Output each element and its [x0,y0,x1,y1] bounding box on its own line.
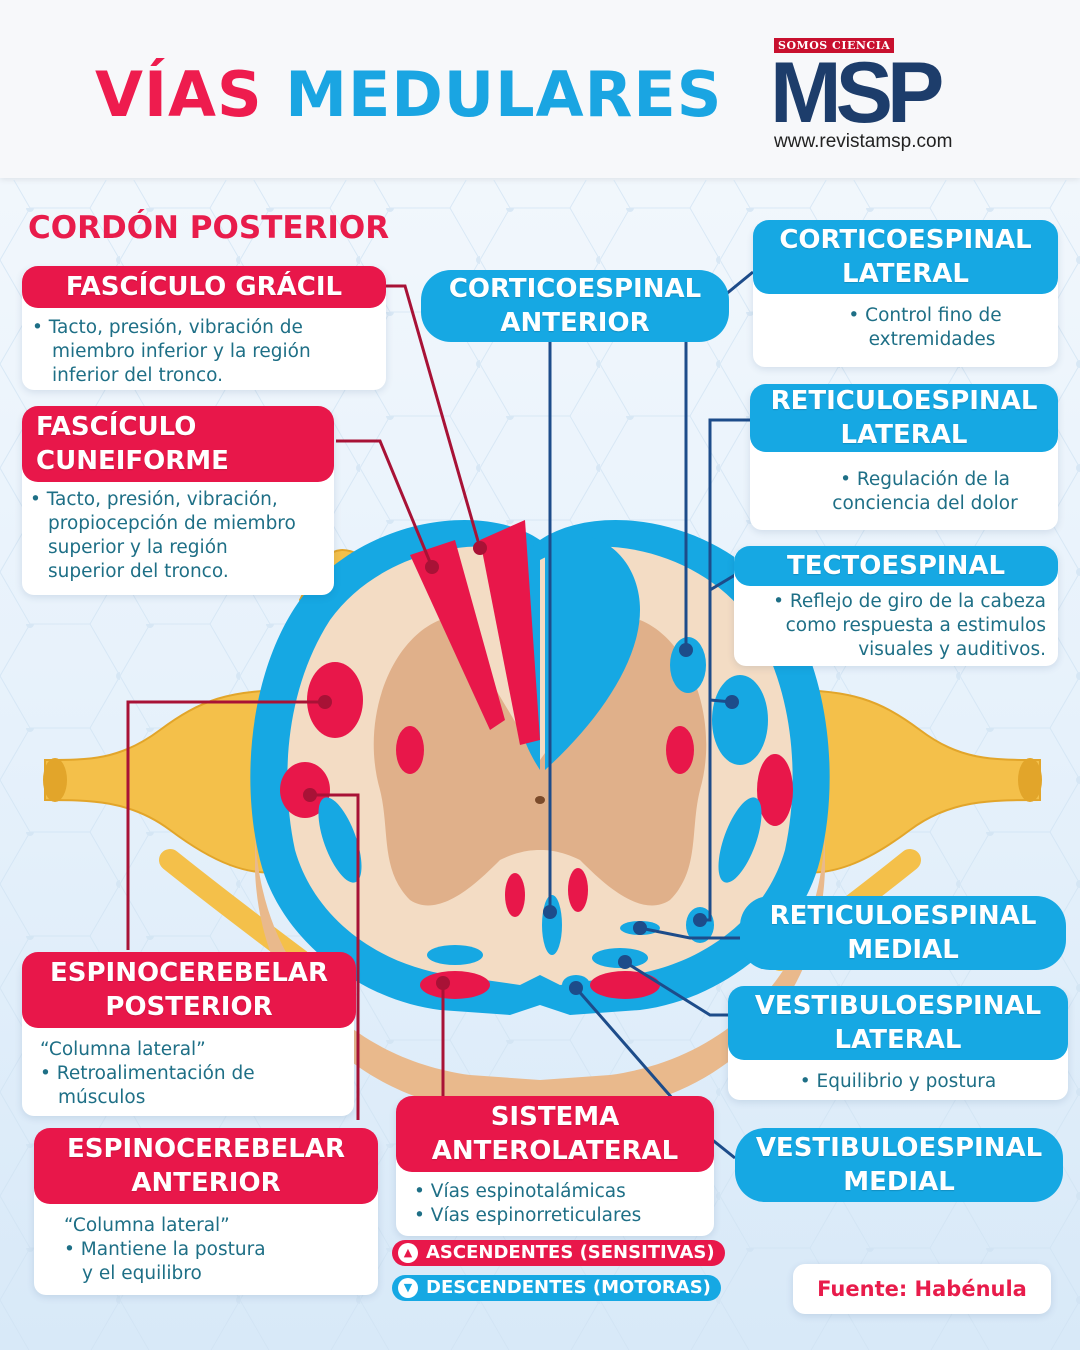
desc-line: • Tacto, presión, vibración de [32,317,303,338]
desc-line: músculos [58,1087,146,1108]
desc-anterolateral: • Vías espinotalámicas • Vías espinorret… [414,1180,714,1228]
desc-line: miembro inferior y la región [52,341,311,362]
desc-corticoespinal-lateral: • Control fino de extremidades [800,304,1050,352]
desc-line: como respuesta a estimulos [785,615,1046,636]
label-title: ANTEROLATERAL [431,1136,679,1166]
page-title: VÍAS MEDULARES [95,58,722,131]
label-title: VESTIBULOESPINAL [754,991,1042,1021]
label-title: TECTOESPINAL [786,551,1006,581]
label-title: MEDIAL [847,935,959,965]
desc-espino-posterior: “Columna lateral” • Retroalimentación de… [40,1038,350,1110]
legend-ascending-label: ASCENDENTES (SENSITIVAS) [426,1242,715,1263]
desc-line: • Vías espinorreticulares [414,1205,642,1226]
label-title: CORTICOESPINAL [448,274,702,304]
label-title: ESPINOCEREBELAR [67,1134,345,1164]
label-sistema-anterolateral: SISTEMA ANTEROLATERAL [396,1096,714,1172]
ascending-dots [303,541,487,990]
desc-line: visuales y auditivos. [858,639,1046,660]
desc-line: “Columna lateral” [40,1039,206,1060]
desc-line: • Equilibrio y postura [799,1071,997,1092]
section-title-posterior: CORDÓN POSTERIOR [28,210,390,246]
desc-gracil: • Tacto, presión, vibración de miembro i… [32,316,382,388]
label-title: POSTERIOR [105,992,273,1022]
desc-line: superior del tronco. [48,561,229,582]
label-title: LATERAL [842,259,969,289]
desc-vestibulo-lateral: • Equilibrio y postura [740,1070,1056,1094]
label-title: CUNEIFORME [36,446,229,476]
header: VÍAS MEDULARES SOMOS CIENCIA MSP www.rev… [0,0,1080,178]
label-fasciculo-gracil: FASCÍCULO GRÁCIL [22,266,386,308]
desc-line: • Tacto, presión, vibración, [30,489,278,510]
desc-line: • Mantiene la postura [64,1239,266,1260]
logo-url[interactable]: www.revistamsp.com [774,131,953,152]
label-title: RETICULOESPINAL [769,901,1037,931]
label-reticuloespinal-lateral: RETICULOESPINAL LATERAL [750,384,1058,452]
legend-descending: ▼ DESCENDENTES (MOTORAS) [392,1275,721,1301]
label-reticuloespinal-medial: RETICULOESPINAL MEDIAL [740,896,1066,970]
desc-line: “Columna lateral” [64,1215,230,1236]
label-title: MEDIAL [843,1167,955,1197]
desc-line: • Retroalimentación de [40,1063,255,1084]
label-corticoespinal-lateral: CORTICOESPINAL LATERAL [753,220,1058,294]
desc-reticuloespinal-lateral: • Regulación de la conciencia del dolor [800,468,1050,516]
label-title: ANTERIOR [131,1168,281,1198]
label-title: ANTERIOR [500,308,650,338]
title-part2: MEDULARES [285,58,723,131]
desc-line: • Regulación de la [840,469,1010,490]
desc-tectoespinal: • Reflejo de giro de la cabeza como resp… [740,590,1046,662]
triangle-up-icon: ▲ [398,1243,418,1263]
label-title: FASCÍCULO GRÁCIL [65,272,343,302]
label-vestibuloespinal-medial: VESTIBULOESPINAL MEDIAL [735,1128,1063,1202]
desc-line: superior y la región [48,537,228,558]
label-title: RETICULOESPINAL [770,386,1038,416]
label-espinocerebelar-anterior: ESPINOCEREBELAR ANTERIOR [34,1128,378,1204]
label-title: LATERAL [834,1025,962,1055]
label-fasciculo-cuneiforme: FASCÍCULO CUNEIFORME [22,406,334,482]
label-title: SISTEMA [490,1102,620,1132]
ascending-leaders [126,284,482,1120]
msp-logo: MSP [770,45,944,141]
desc-line: y el equilibro [82,1263,202,1284]
desc-line: • Control fino de [848,305,1002,326]
label-title: FASCÍCULO [36,412,197,442]
label-espinocerebelar-posterior: ESPINOCEREBELAR POSTERIOR [22,952,356,1028]
desc-line: inferior del tronco. [52,365,223,386]
logo-tagline: SOMOS CIENCIA [774,38,895,53]
label-vestibuloespinal-lateral: VESTIBULOESPINAL LATERAL [728,986,1068,1060]
label-title: VESTIBULOESPINAL [755,1133,1043,1163]
label-title: ESPINOCEREBELAR [50,958,328,988]
desc-line: • Vías espinotalámicas [414,1181,626,1202]
legend-ascending: ▲ ASCENDENTES (SENSITIVAS) [392,1240,725,1266]
triangle-down-icon: ▼ [398,1278,418,1298]
desc-espino-anterior: “Columna lateral” • Mantiene la postura … [64,1214,374,1286]
label-title: CORTICOESPINAL [779,225,1032,255]
label-tectoespinal: TECTOESPINAL [734,546,1058,586]
title-part1: VÍAS [95,58,263,131]
label-corticoespinal-anterior: CORTICOESPINAL ANTERIOR [421,270,729,342]
source-label: Fuente: Habénula [793,1264,1051,1314]
label-title: LATERAL [840,420,968,450]
desc-cuneiforme: • Tacto, presión, vibración, propiocepci… [30,488,330,584]
desc-line: extremidades [868,329,996,350]
desc-line: • Reflejo de giro de la cabeza [773,591,1046,612]
descending-dots [543,643,739,995]
desc-line: conciencia del dolor [832,493,1018,514]
desc-line: propiocepción de miembro [48,513,296,534]
legend-descending-label: DESCENDENTES (MOTORAS) [426,1277,711,1298]
